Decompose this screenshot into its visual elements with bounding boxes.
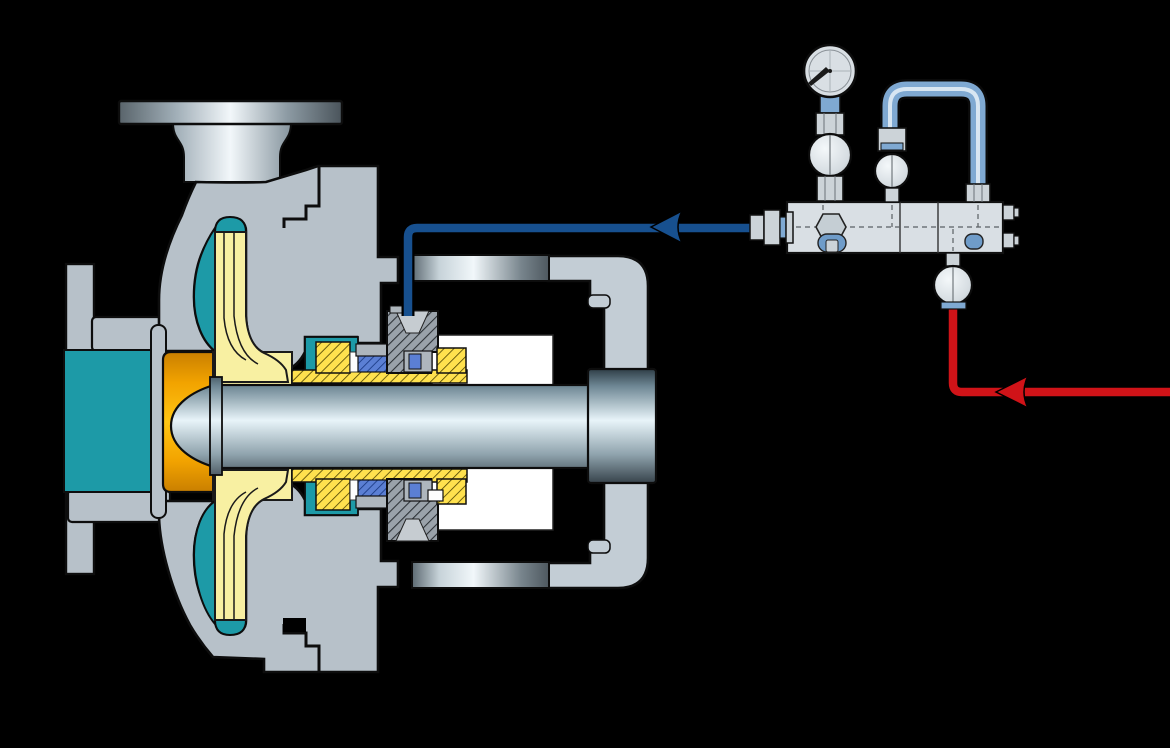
port-plug-2-nub <box>1013 235 1020 246</box>
return-line <box>946 309 1170 410</box>
volute-channel-top <box>192 224 216 354</box>
seal-supply-line <box>401 209 751 316</box>
loop-valve-blue-ring <box>880 142 904 151</box>
manifold-blue-port-right <box>964 233 984 250</box>
seal-gland-port-funnel-bottom <box>395 518 430 542</box>
bearing-housing-band-bottom <box>411 561 550 589</box>
pump-casing-upper <box>157 164 400 372</box>
shaft-end-collar <box>586 367 658 485</box>
bearing-housing-band-top <box>411 254 550 282</box>
casing-seam-top <box>282 166 321 228</box>
impeller-cap-bottom <box>213 619 248 637</box>
return-flow-arrow <box>994 374 1030 410</box>
shaft-body <box>211 383 592 470</box>
manifold-left-fitting <box>749 209 794 246</box>
port-plug-1 <box>1002 204 1015 221</box>
volute-channel-bottom <box>192 499 216 627</box>
gauge-stem <box>819 95 841 114</box>
pump-cross-section <box>63 99 658 674</box>
fitting-segment-3 <box>785 211 794 244</box>
loop-valve-stack <box>873 127 991 203</box>
return-line-pipe <box>948 309 1170 397</box>
loop-right-nut <box>965 183 991 203</box>
pressure-gauge-pivot <box>828 69 832 73</box>
fitting-segment-2 <box>763 209 781 246</box>
return-valve-stack <box>932 252 974 310</box>
seal-gland-flange-top <box>355 343 389 357</box>
seal-clamp-left-bottom <box>315 478 351 511</box>
seal-clamp-right-top <box>436 347 467 374</box>
manifold-right-ports <box>1002 204 1020 249</box>
casing-foot-notch <box>283 618 306 632</box>
gauge-stack <box>802 43 858 202</box>
manifold-block <box>749 200 1020 255</box>
return-valve-blue-flange <box>940 301 967 310</box>
port-plug-2 <box>1002 232 1015 249</box>
seal-clamp-left-top <box>315 341 351 374</box>
seal-support-system <box>401 43 1170 410</box>
seal-gland-port-funnel-top <box>395 310 430 334</box>
pressure-gauge-needle <box>808 67 830 86</box>
fitting-blue-ring <box>779 216 787 239</box>
seal-gland-bolt <box>427 489 444 502</box>
bearing-frame-tab-top <box>587 294 611 309</box>
return-valve-stem <box>945 252 961 267</box>
shaft-nose-cone <box>169 383 216 469</box>
gauge-nut <box>815 112 845 136</box>
port-plug-1-nub <box>1013 207 1020 218</box>
manifold-blue-port-left-bolt <box>825 239 839 253</box>
shaft-step-ring <box>209 376 223 476</box>
loop-valve-stem <box>884 187 900 203</box>
suction-bore-fluid <box>63 349 154 493</box>
impeller-cap-top <box>213 215 248 233</box>
loop-pipe-highlight <box>888 87 980 185</box>
loop-pipe <box>880 79 988 185</box>
impeller-vane-lines-top <box>223 232 259 365</box>
discharge-flange <box>117 99 344 126</box>
seal-face-top <box>408 353 422 370</box>
discharge-neck <box>171 122 293 183</box>
mechanical-seal-bottom <box>315 478 467 542</box>
shaft <box>169 367 658 485</box>
supply-flow-arrow <box>649 209 684 245</box>
seal-gland-flange-bottom <box>355 495 389 509</box>
seal-face-bottom <box>408 482 422 499</box>
fitting-segment-1 <box>749 214 765 241</box>
mechanical-seal-top <box>315 305 467 374</box>
supply-line-pipe <box>403 223 751 316</box>
valve-1-nut <box>816 175 844 202</box>
impeller-vane-lines-bottom <box>223 487 259 620</box>
bearing-frame-tab-bottom <box>587 539 611 554</box>
